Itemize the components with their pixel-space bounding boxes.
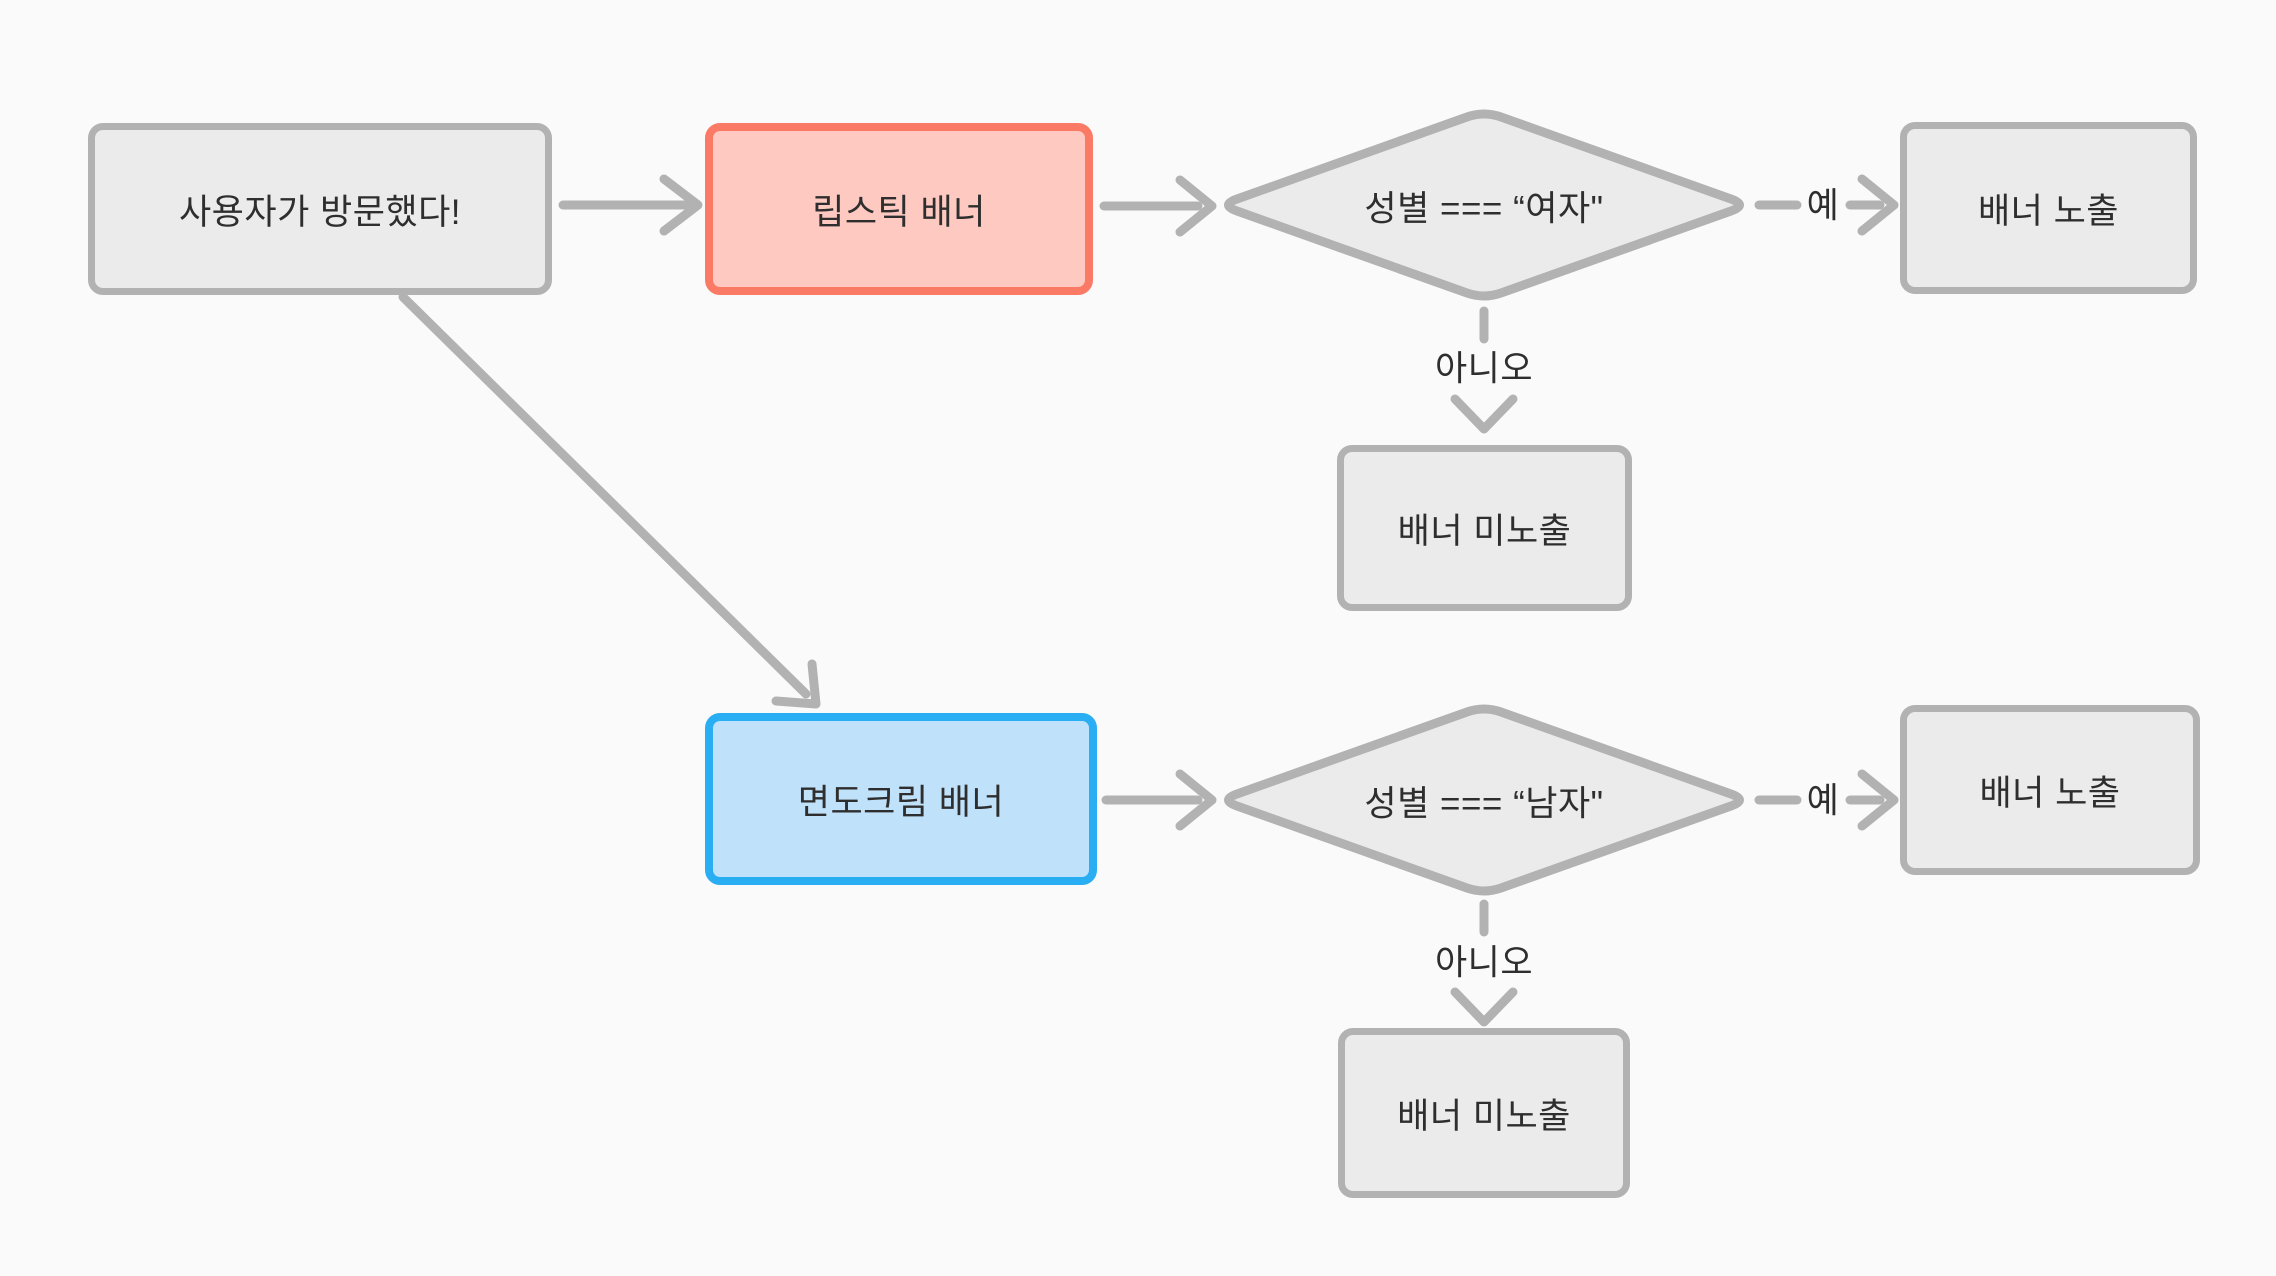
edge-label-no-male: 아니오 <box>1434 943 1534 983</box>
edge-label-yes-female: 예 <box>1806 186 1840 226</box>
arrowhead-start-to-lipstick-icon <box>659 174 703 236</box>
node-banner-hidden-male: 배너 미노출 <box>1338 1028 1630 1198</box>
decision-female-label: 성별 === “여자" <box>1364 189 1604 229</box>
node-shaving-cream-banner-label: 면도크림 배너 <box>797 782 1005 822</box>
node-banner-hidden-female: 배너 미노출 <box>1337 445 1632 611</box>
edge-label-yes-male: 예 <box>1806 781 1840 821</box>
arrowhead-female-yes-icon <box>1857 174 1899 236</box>
decision-diamond-male <box>1224 704 1744 896</box>
arrowhead-male-no-icon <box>1450 987 1518 1027</box>
node-shaving-cream-banner: 면도크림 배너 <box>705 713 1097 885</box>
node-start-label: 사용자가 방문했다! <box>178 192 462 232</box>
node-lipstick-banner-label: 립스틱 배너 <box>812 192 986 232</box>
node-lipstick-banner: 립스틱 배너 <box>705 123 1093 295</box>
node-banner-hidden-female-label: 배너 미노출 <box>1397 511 1572 551</box>
edge-label-no-female: 아니오 <box>1434 349 1534 389</box>
arrowhead-male-yes-icon <box>1857 769 1899 831</box>
arrowhead-lipstick-to-female-check-icon <box>1175 175 1217 237</box>
node-banner-hidden-male-label: 배너 미노출 <box>1397 1096 1571 1136</box>
node-banner-shown-male: 배너 노출 <box>1900 705 2200 875</box>
connector-strokes <box>398 174 1899 1027</box>
arrowhead-shaving-to-male-check-icon <box>1175 769 1217 831</box>
node-banner-shown-male-label: 배너 노출 <box>1979 773 2121 813</box>
arrowhead-female-no-icon <box>1450 394 1518 434</box>
node-banner-shown-female: 배너 노출 <box>1900 122 2197 294</box>
edge-start-to-shaving <box>398 292 811 699</box>
decision-male-label: 성별 === “남자" <box>1364 784 1604 824</box>
node-banner-shown-female-label: 배너 노출 <box>1977 191 2120 231</box>
node-start: 사용자가 방문했다! <box>88 123 552 295</box>
decision-diamond-female <box>1224 109 1744 301</box>
arrowhead-start-to-shaving-icon <box>771 659 821 709</box>
